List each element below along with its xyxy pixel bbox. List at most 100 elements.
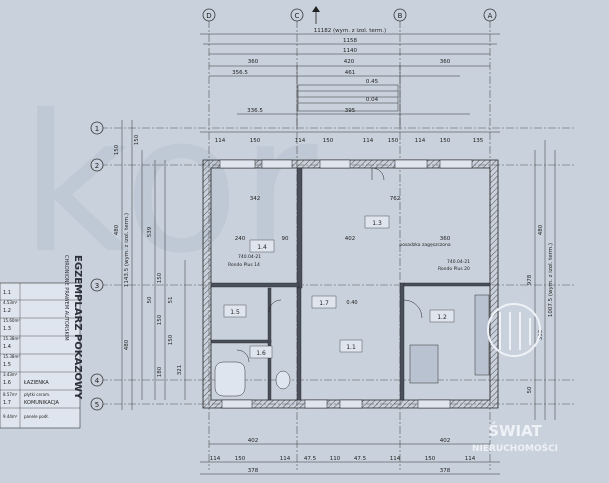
dim-top-360-left: 360 — [248, 59, 259, 65]
legend-no-1-5: 1.5 — [3, 362, 11, 368]
dim-top-1140: 1140 — [343, 48, 357, 54]
legend-area-1-7: 9.44m² — [3, 414, 18, 419]
room-label-1-1: 1.1 — [346, 344, 356, 351]
dim-left-51: 51 — [168, 297, 174, 304]
stamp-title: EGZEMPLARZ POKAZOWY — [72, 255, 83, 400]
legend-floor-1-6: płytki ceram. — [24, 392, 50, 397]
legend-name-1-7: KOMUNIKACJA — [24, 400, 60, 406]
axis-label-5: 5 — [95, 401, 99, 409]
axis-label-4: 4 — [95, 377, 100, 385]
dim-bottom-47-5-b: 47.5 — [354, 456, 367, 462]
room-1-7: 1.7 0.40 — [311, 295, 358, 309]
room-1-3-dim-b: 402 — [345, 236, 356, 242]
dim-top-1158: 1158 — [343, 38, 357, 44]
dim-bottom-114-b: 114 — [280, 456, 291, 462]
window-callout-rondo-14: Rondo Plus 14 — [228, 262, 260, 268]
legend-no-1-7: 1.7 — [3, 400, 11, 406]
room-1-3-dim-c: 360 — [440, 236, 451, 242]
dim-bottom-378-a: 378 — [248, 468, 259, 474]
legend-area-1-2: 15.60m² — [3, 318, 20, 323]
axis-label-1: 1 — [95, 125, 99, 133]
room-1-1: 1.1 — [339, 339, 363, 353]
dim-left-150-c: 150 — [157, 272, 163, 283]
room-1-4-dim-b: 240 — [235, 236, 246, 242]
floor-note: posadzka zagęszczona — [399, 242, 451, 248]
right-dimension-lines — [534, 140, 556, 420]
dim-left-539: 539 — [147, 226, 153, 237]
room-label-1-7: 1.7 — [319, 300, 329, 307]
legend-area-1-6: 8.57m² — [3, 392, 18, 397]
legend-area-1-5: 3.43m² — [3, 372, 18, 377]
dim-row-150-d: 150 — [440, 138, 451, 144]
room-1-5: 1.5 — [223, 304, 247, 318]
dim-row-114-d: 114 — [415, 138, 426, 144]
dim-left-480: 480 — [114, 224, 120, 235]
dim-top-0-45: 0.45 — [366, 79, 379, 85]
dim-bottom-378-b: 378 — [440, 468, 451, 474]
room-1-7-dim-a: 0.40 — [346, 300, 357, 306]
room-1-2: 1.2 — [409, 294, 490, 384]
windows-bottom — [221, 399, 451, 409]
interior-walls — [210, 167, 491, 401]
dim-left-321: 321 — [177, 365, 183, 376]
dim-top-0-04: 0.04 — [366, 97, 379, 103]
dim-row-135: 135 — [473, 138, 484, 144]
left-dimension-lines — [121, 120, 186, 410]
kitchen-counter — [474, 294, 490, 376]
dim-top-336-5: 336.5 — [247, 108, 263, 114]
legend-floor-1-7: panele podł. — [24, 414, 49, 419]
dim-left-180: 180 — [157, 366, 163, 377]
room-label-1-3: 1.3 — [372, 220, 382, 227]
dim-right-390: 390 — [538, 329, 544, 340]
axis-label-b: B — [398, 12, 403, 20]
room-legend-table: 1.1 4.53m² 1.2 15.60m² 1.3 15.38m² 1.4 1… — [0, 282, 81, 429]
sample-copy-stamp: EGZEMPLARZ POKAZOWY CHRONIONE PRAWEM AUT… — [63, 255, 83, 400]
room-1-4-dim-c: 90 — [282, 236, 289, 242]
axis-label-2: 2 — [95, 162, 99, 170]
window-callout-740-a: 740.04-21 — [238, 254, 261, 260]
dining-table — [409, 344, 439, 384]
legend-no-1-4: 1.4 — [3, 344, 11, 350]
axis-label-d: D — [206, 12, 211, 20]
dim-row-114-a: 114 — [215, 138, 226, 144]
door-swings — [236, 167, 423, 363]
toilet — [275, 370, 291, 390]
legend-no-1-6: 1.6 — [3, 380, 11, 386]
dim-left-480-b: 480 — [124, 339, 130, 350]
dim-bottom-402-a: 402 — [248, 438, 259, 444]
dim-left-150-d: 150 — [157, 314, 163, 325]
room-1-3-dim-a: 762 — [390, 196, 401, 202]
dim-bottom-110: 110 — [330, 456, 341, 462]
dim-left-overall: 1143.5 (wym. z izol. term.) — [124, 213, 130, 287]
agency-watermark: ŚWIAT NIERUCHOMOŚCI — [472, 303, 558, 454]
dim-top-420: 420 — [344, 59, 355, 65]
legend-name-1-6: ŁAZIENKA — [23, 380, 49, 386]
bottom-dimension-lines — [200, 443, 500, 475]
dim-bottom-114-d: 114 — [465, 456, 476, 462]
room-1-6: 1.6 — [214, 345, 291, 397]
dim-row-150-c: 150 — [388, 138, 399, 144]
room-label-1-2: 1.2 — [437, 314, 447, 321]
axis-bubbles-left — [90, 121, 104, 411]
axis-label-a: A — [488, 12, 493, 20]
axis-bubbles-top — [202, 8, 497, 22]
section-marker-icon — [312, 6, 320, 24]
dim-bottom-150-a: 150 — [235, 456, 246, 462]
legend-no-1-1: 1.1 — [3, 290, 11, 296]
legend-no-1-2: 1.2 — [3, 308, 11, 314]
dim-right-50: 50 — [527, 386, 533, 393]
dim-bottom-402-b: 402 — [440, 438, 451, 444]
dim-left-50: 50 — [147, 296, 153, 303]
watermark-line-2: NIERUCHOMOŚCI — [472, 442, 558, 454]
dim-bottom-47-5-a: 47.5 — [304, 456, 317, 462]
dim-row-150-b: 150 — [323, 138, 334, 144]
axis-label-3: 3 — [95, 282, 99, 290]
room-label-1-5: 1.5 — [230, 309, 240, 316]
room-1-4: 1.4 342 240 90 — [235, 196, 289, 253]
stamp-subtitle: CHRONIONE PRAWEM AUTORSKIM — [63, 255, 69, 341]
dim-bottom-150-b: 150 — [425, 456, 436, 462]
window-callout-rondo-20: Rondo Plus 20 — [438, 266, 470, 272]
dim-top-356-5: 356.5 — [232, 70, 248, 76]
legend-area-1-3: 15.38m² — [3, 336, 20, 341]
